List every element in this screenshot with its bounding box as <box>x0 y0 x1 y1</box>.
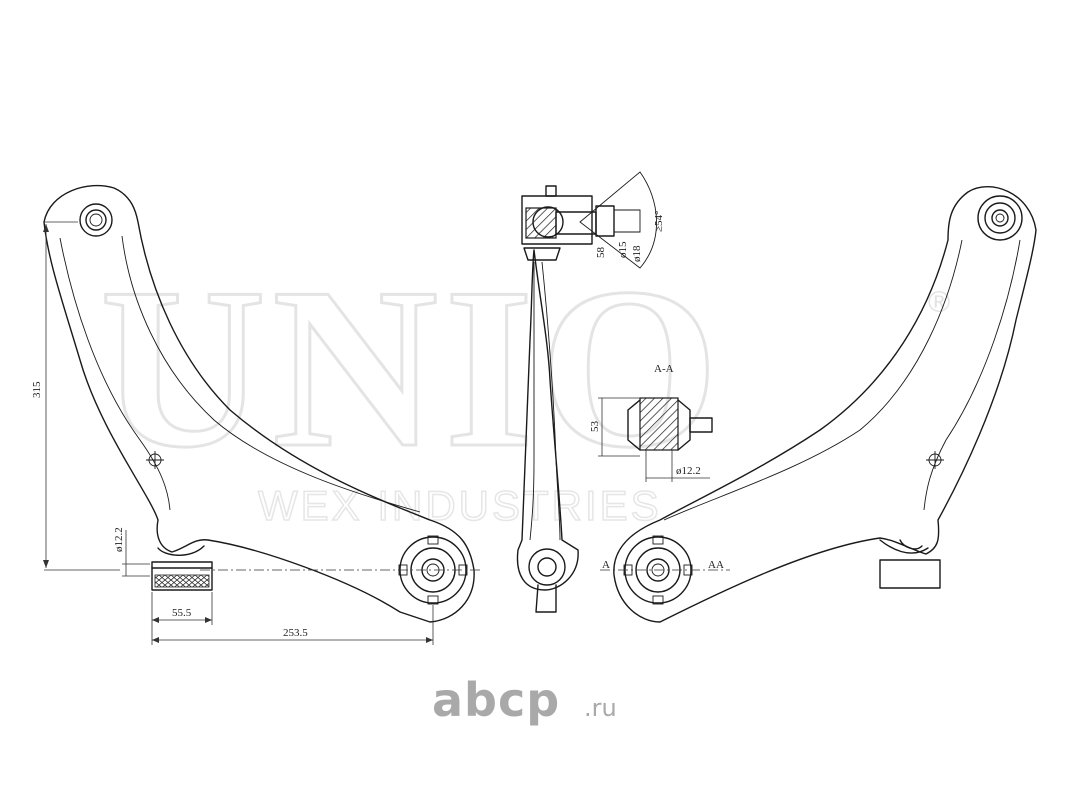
dim-ball-d15: ø15 <box>617 241 629 258</box>
abcp-logo: abcp .ru <box>432 673 617 727</box>
logo-text: abcp <box>432 673 560 727</box>
dim-ball-d18: ø18 <box>631 245 643 262</box>
watermark-brand: UNIO <box>100 240 725 495</box>
dim-bush-len: 55.5 <box>172 607 192 619</box>
dim-section-dia: ø12.2 <box>676 465 701 477</box>
watermark-registered: ® <box>928 286 950 319</box>
logo-suffix: .ru <box>584 694 617 722</box>
dim-overall-len: 253.5 <box>283 627 308 639</box>
section-mark-left: A <box>602 559 610 571</box>
dim-ball-58: 58 <box>595 247 607 259</box>
watermark: UNIO ® WEX INDUSTRIES <box>99 239 951 530</box>
section-a-a: A-A 53 ø12.2 <box>589 363 713 482</box>
dim-ball-angle: ≥54° <box>653 211 665 232</box>
watermark-tagline: WEX INDUSTRIES <box>258 482 662 529</box>
side-view-arm: ≥54° 58 ø15 ø18 <box>516 171 665 613</box>
left-dimensions: 315 ø12.2 55.5 253.5 <box>31 221 480 645</box>
section-title: A-A <box>654 363 674 375</box>
dim-height: 315 <box>31 381 43 398</box>
section-mark-right: AA <box>708 559 724 571</box>
right-control-arm: A AA <box>600 186 1037 623</box>
dim-bush-dia: ø12.2 <box>113 527 125 552</box>
dim-section-height: 53 <box>589 421 601 433</box>
